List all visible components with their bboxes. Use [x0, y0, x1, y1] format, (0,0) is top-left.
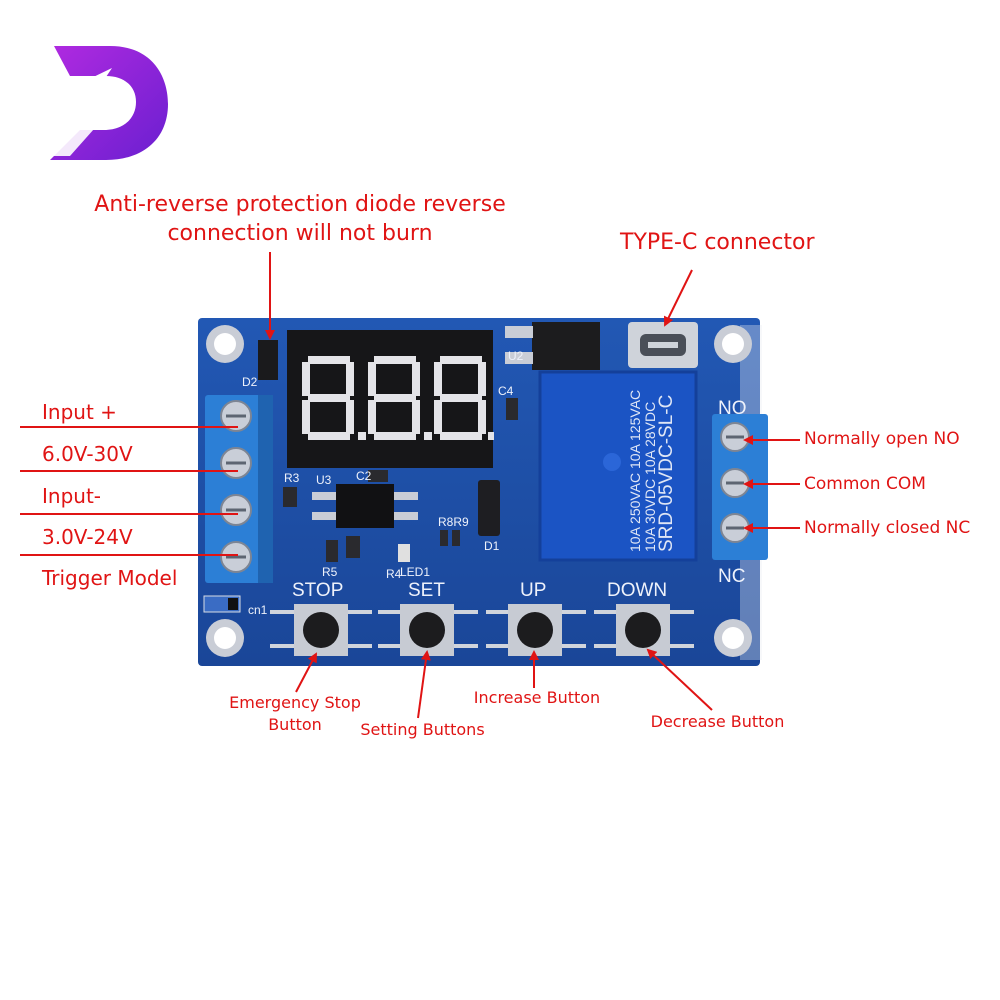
down-arrow — [646, 648, 713, 711]
relay-terminal-block — [712, 414, 768, 560]
input-minus-label: Input- — [42, 484, 102, 508]
silk-d2: D2 — [242, 375, 258, 389]
regulator-u2 — [505, 322, 600, 370]
relay-rating-line2: 10A 30VDC 10A 28VDC — [642, 402, 658, 552]
input-terminal-block — [205, 395, 273, 583]
silk-cn1: cn1 — [248, 603, 268, 617]
silk-r5: R5 — [322, 565, 338, 579]
normally-open-label: Normally open NO — [804, 429, 960, 449]
silk-r3: R3 — [284, 471, 300, 485]
silk-c4: C4 — [498, 384, 514, 398]
relay-rating-line1: 10A 250VAC 10A 125VAC — [627, 390, 643, 552]
silk-set: SET — [408, 580, 445, 601]
set-button-annotation: Setting Buttons — [360, 720, 485, 739]
silk-stop: STOP — [292, 580, 343, 601]
button-stop — [294, 604, 348, 656]
silk-u2: U2 — [508, 349, 524, 363]
silk-d1: D1 — [484, 539, 500, 553]
up-button-annotation: Increase Button — [473, 688, 601, 707]
button-up — [508, 604, 562, 656]
stop-button-annotation: Emergency Stop Button — [229, 693, 361, 734]
silk-led1: LED1 — [400, 565, 430, 579]
trigger-model-label: Trigger Model — [42, 566, 178, 590]
diode-annotation-line2: connection will not burn — [167, 221, 433, 246]
chip-u3 — [312, 484, 418, 528]
button-set — [400, 604, 454, 656]
normally-closed-label: Normally closed NC — [804, 518, 971, 538]
silk-u3: U3 — [316, 473, 332, 487]
silk-r8r9: R8R9 — [438, 515, 469, 529]
mounting-holes — [206, 325, 752, 657]
silk-nc: NC — [718, 566, 745, 587]
silk-no: NO — [718, 398, 747, 419]
input-voltage-label: 6.0V-30V — [42, 442, 133, 466]
relay-model-text: SRD-05VDC-SL-C — [656, 395, 677, 552]
diode-annotation-line1: Anti-reverse protection diode reverse — [94, 192, 506, 217]
down-button-annotation: Decrease Button — [650, 712, 785, 731]
button-down — [616, 604, 670, 656]
typec-arrow — [664, 269, 693, 327]
diode-d2 — [258, 340, 278, 380]
brand-logo — [50, 46, 168, 160]
diode-annotation: Anti-reverse protection diode reverse co… — [80, 190, 520, 248]
trigger-voltage-label: 3.0V-24V — [42, 525, 133, 549]
seven-segment-display — [287, 330, 494, 468]
set-arrow — [417, 650, 431, 719]
silk-down: DOWN — [607, 580, 667, 601]
silk-c2: C2 — [356, 469, 372, 483]
diode-d1 — [478, 480, 500, 536]
silk-r4: R4 — [386, 567, 402, 581]
input-plus-label: Input + — [42, 400, 117, 424]
stop-arrow — [295, 652, 317, 693]
typec-annotation: TYPE-C connector — [620, 230, 815, 255]
silk-up: UP — [520, 580, 546, 601]
relay: SRD-05VDC-SL-C 10A 250VAC 10A 125VAC 10A… — [538, 370, 698, 562]
typec-port — [628, 322, 698, 368]
common-label: Common COM — [804, 474, 926, 494]
